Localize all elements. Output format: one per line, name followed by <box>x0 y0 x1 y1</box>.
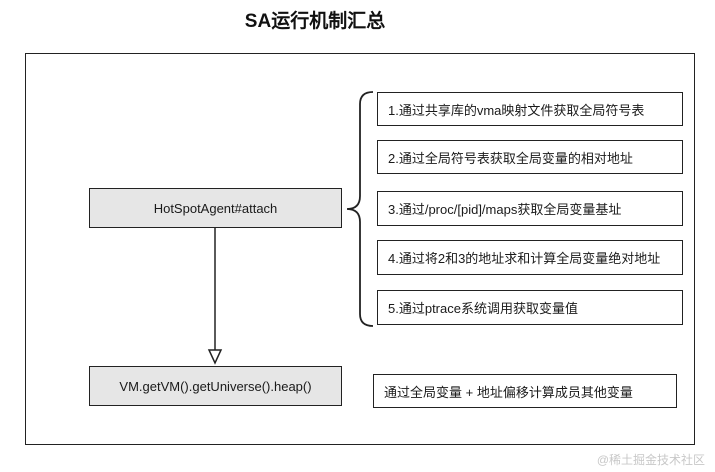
step-2: 2.通过全局符号表获取全局变量的相对地址 <box>377 140 683 174</box>
attach-node: HotSpotAgent#attach <box>89 188 342 228</box>
curly-brace <box>346 91 374 327</box>
watermark: @稀土掘金技术社区 <box>596 453 705 467</box>
step-4: 4.通过将2和3的地址求和计算全局变量绝对地址 <box>377 240 683 275</box>
diagram-title: SA运行机制汇总 <box>244 11 386 32</box>
step-3: 3.通过/proc/[pid]/maps获取全局变量基址 <box>377 191 683 226</box>
note-box: 通过全局变量 + 地址偏移计算成员其他变量 <box>373 374 677 408</box>
step-1: 1.通过共享库的vma映射文件获取全局符号表 <box>377 92 683 126</box>
step-5: 5.通过ptrace系统调用获取变量值 <box>377 290 683 325</box>
heap-node: VM.getVM().getUniverse().heap() <box>89 366 342 406</box>
diagram-frame <box>25 53 695 445</box>
arrowhead-icon <box>207 349 223 365</box>
